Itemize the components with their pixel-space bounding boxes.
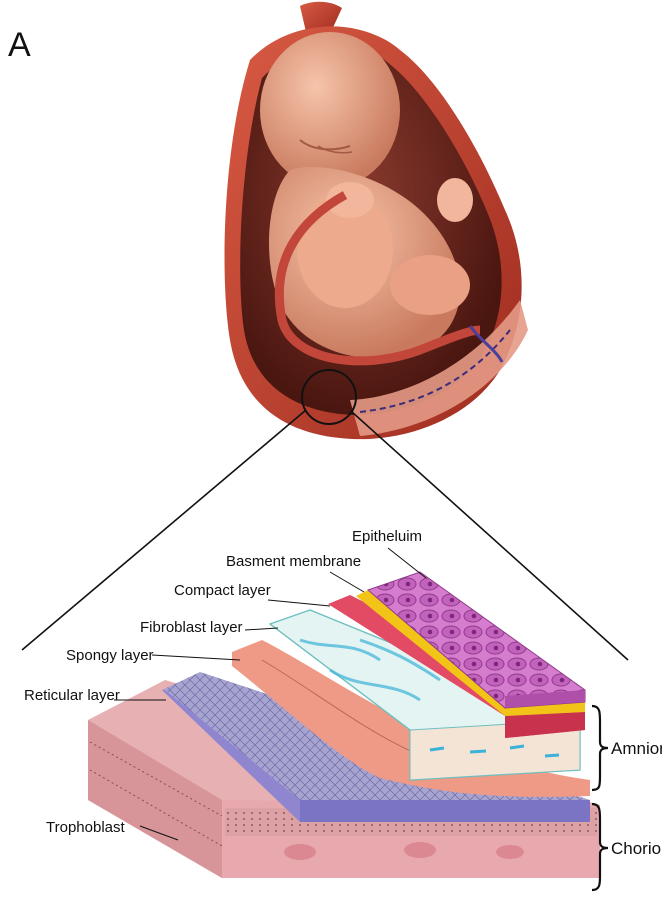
label-reticular-layer: Reticular layer — [24, 687, 120, 704]
label-compact-layer: Compact layer — [174, 582, 271, 599]
label-basement-membrane: Basment membrane — [226, 553, 361, 570]
group-braces: Amnion Chorion — [592, 706, 662, 890]
label-fibroblast-layer: Fibroblast layer — [140, 619, 243, 636]
label-amnion: Amnion — [611, 739, 662, 758]
fetus-head — [260, 32, 400, 188]
label-spongy-layer: Spongy layer — [66, 647, 154, 664]
fetus-hand-right — [437, 178, 473, 222]
label-trophoblast: Trophoblast — [46, 819, 125, 836]
label-chorion: Chorion — [611, 839, 662, 858]
membrane-block — [88, 572, 600, 878]
fetus-foot — [390, 255, 470, 315]
uterus-illustration — [225, 2, 528, 439]
zoom-line-left — [22, 410, 306, 650]
label-epithelium: Epitheluim — [352, 528, 422, 545]
amnion-brace — [592, 706, 608, 790]
